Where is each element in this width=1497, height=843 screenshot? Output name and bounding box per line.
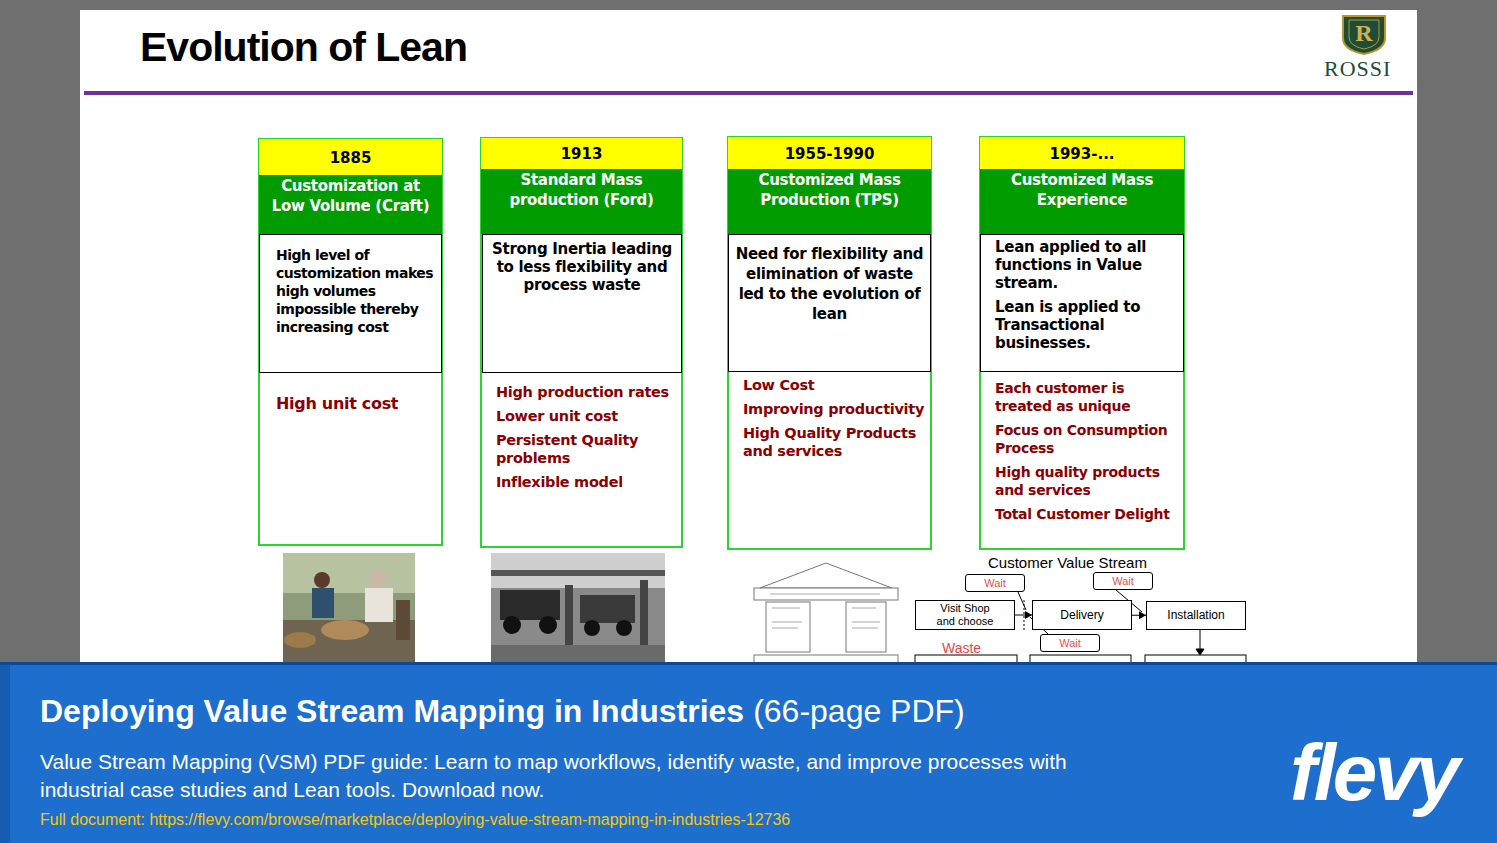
- outcome-item: Improving productivity: [743, 400, 925, 418]
- outcome-item: High Quality Products and services: [743, 424, 925, 460]
- year-text: 1913: [481, 138, 682, 169]
- wait-callout: Wait: [1093, 572, 1153, 590]
- year-band: 1993-...: [980, 137, 1184, 169]
- outcome-item: Persistent Quality problems: [496, 431, 674, 467]
- wait-text: Wait: [1041, 635, 1099, 651]
- outcome-item: Inflexible model: [496, 473, 674, 491]
- era-title: Customized Mass Experience: [986, 170, 1178, 210]
- assembly-line-photo: [491, 553, 665, 662]
- era-column: Low CostImproving productivityHigh Quali…: [727, 136, 932, 550]
- process-box: Visit Shop and choose: [915, 600, 1015, 630]
- description-box: High level of customization makes high v…: [259, 234, 442, 373]
- process-text: Installation: [1167, 609, 1224, 622]
- banner-url: Full document: https://flevy.com/browse/…: [40, 811, 790, 829]
- era-title-band: Customized Mass Production (TPS): [728, 169, 931, 234]
- outcome-list: Low CostImproving productivityHigh Quali…: [743, 376, 925, 466]
- era-column: High production ratesLower unit costPers…: [480, 137, 683, 548]
- slide-title: Evolution of Lean: [140, 24, 467, 71]
- banner-description: Value Stream Mapping (VSM) PDF guide: Le…: [40, 748, 1110, 804]
- banner-title-line: Deploying Value Stream Mapping in Indust…: [40, 691, 965, 731]
- outcome-item: Lower unit cost: [496, 407, 674, 425]
- brand-logo: flevy: [1290, 723, 1457, 823]
- era-title-band: Customized Mass Experience: [980, 169, 1184, 234]
- logo-name: ROSSI: [1324, 56, 1391, 82]
- outcome-item: Total Customer Delight: [995, 505, 1181, 523]
- description-box: Lean applied to all functions in Value s…: [980, 234, 1184, 372]
- banner-edge: [0, 665, 10, 843]
- title-rule: [84, 91, 1413, 95]
- logo-emblem: [1343, 16, 1385, 54]
- description-text: Strong Inertia leading to less flexibili…: [491, 240, 673, 294]
- stream-title: Customer Value Stream: [988, 554, 1147, 571]
- description-box: Need for flexibility and elimination of …: [728, 234, 931, 372]
- banner-title: Deploying Value Stream Mapping in Indust…: [40, 693, 744, 729]
- era-title-band: Standard Mass production (Ford): [481, 169, 682, 234]
- leader-lines: [1018, 590, 1142, 634]
- wait-text: Wait: [966, 575, 1024, 591]
- era-title: Customized Mass Production (TPS): [734, 170, 925, 210]
- outcome-item: High production rates: [496, 383, 674, 401]
- wait-text: Wait: [1094, 573, 1152, 589]
- outcome-item: High unit cost: [276, 395, 438, 413]
- outcome-list: High unit cost: [276, 395, 438, 419]
- tps-house: [754, 563, 898, 667]
- description-text: High level of customization makes high v…: [276, 246, 437, 336]
- outcome-item: High quality products and services: [995, 463, 1181, 499]
- process-text: Visit Shop and choose: [933, 602, 997, 628]
- description-box: Strong Inertia leading to less flexibili…: [482, 234, 682, 373]
- outcome-item: Low Cost: [743, 376, 925, 394]
- waste-note: Waste: [942, 640, 981, 656]
- process-text: Delivery: [1060, 609, 1103, 622]
- flow-arrow: [1132, 615, 1146, 616]
- era-title: Customization at Low Volume (Craft): [265, 176, 436, 216]
- year-band: 1955-1990: [728, 137, 931, 169]
- outcome-list: Each customer is treated as uniqueFocus …: [995, 379, 1181, 529]
- year-text: 1885: [259, 139, 442, 175]
- era-title: Standard Mass production (Ford): [487, 170, 676, 210]
- era-column: High unit cost 1885Customization at Low V…: [258, 138, 443, 546]
- year-text: 1955-1990: [728, 137, 931, 169]
- wait-callout: Wait: [965, 574, 1025, 592]
- outcome-list: High production ratesLower unit costPers…: [496, 383, 674, 497]
- description-text: Need for flexibility and elimination of …: [735, 244, 924, 324]
- logo-letter: R: [1349, 19, 1379, 47]
- outcome-item: Each customer is treated as unique: [995, 379, 1181, 415]
- banner: Deploying Value Stream Mapping in Indust…: [0, 662, 1497, 843]
- year-band: 1885: [259, 139, 442, 175]
- era-title-band: Customization at Low Volume (Craft): [259, 175, 442, 234]
- outcome-item: Focus on Consumption Process: [995, 421, 1181, 457]
- banner-pages: (66-page PDF): [753, 693, 965, 729]
- process-box: Installation: [1146, 601, 1246, 630]
- year-band: 1913: [481, 138, 682, 169]
- wait-callout: Wait: [1040, 634, 1100, 652]
- description-text: Lean is applied to Transactional busines…: [995, 298, 1179, 352]
- craft-photo: [283, 553, 415, 662]
- flow-arrow: [1015, 615, 1032, 616]
- process-box: Delivery: [1032, 600, 1132, 630]
- era-column: Each customer is treated as uniqueFocus …: [979, 136, 1185, 550]
- year-text: 1993-...: [980, 137, 1184, 169]
- description-text: Lean applied to all functions in Value s…: [995, 238, 1179, 292]
